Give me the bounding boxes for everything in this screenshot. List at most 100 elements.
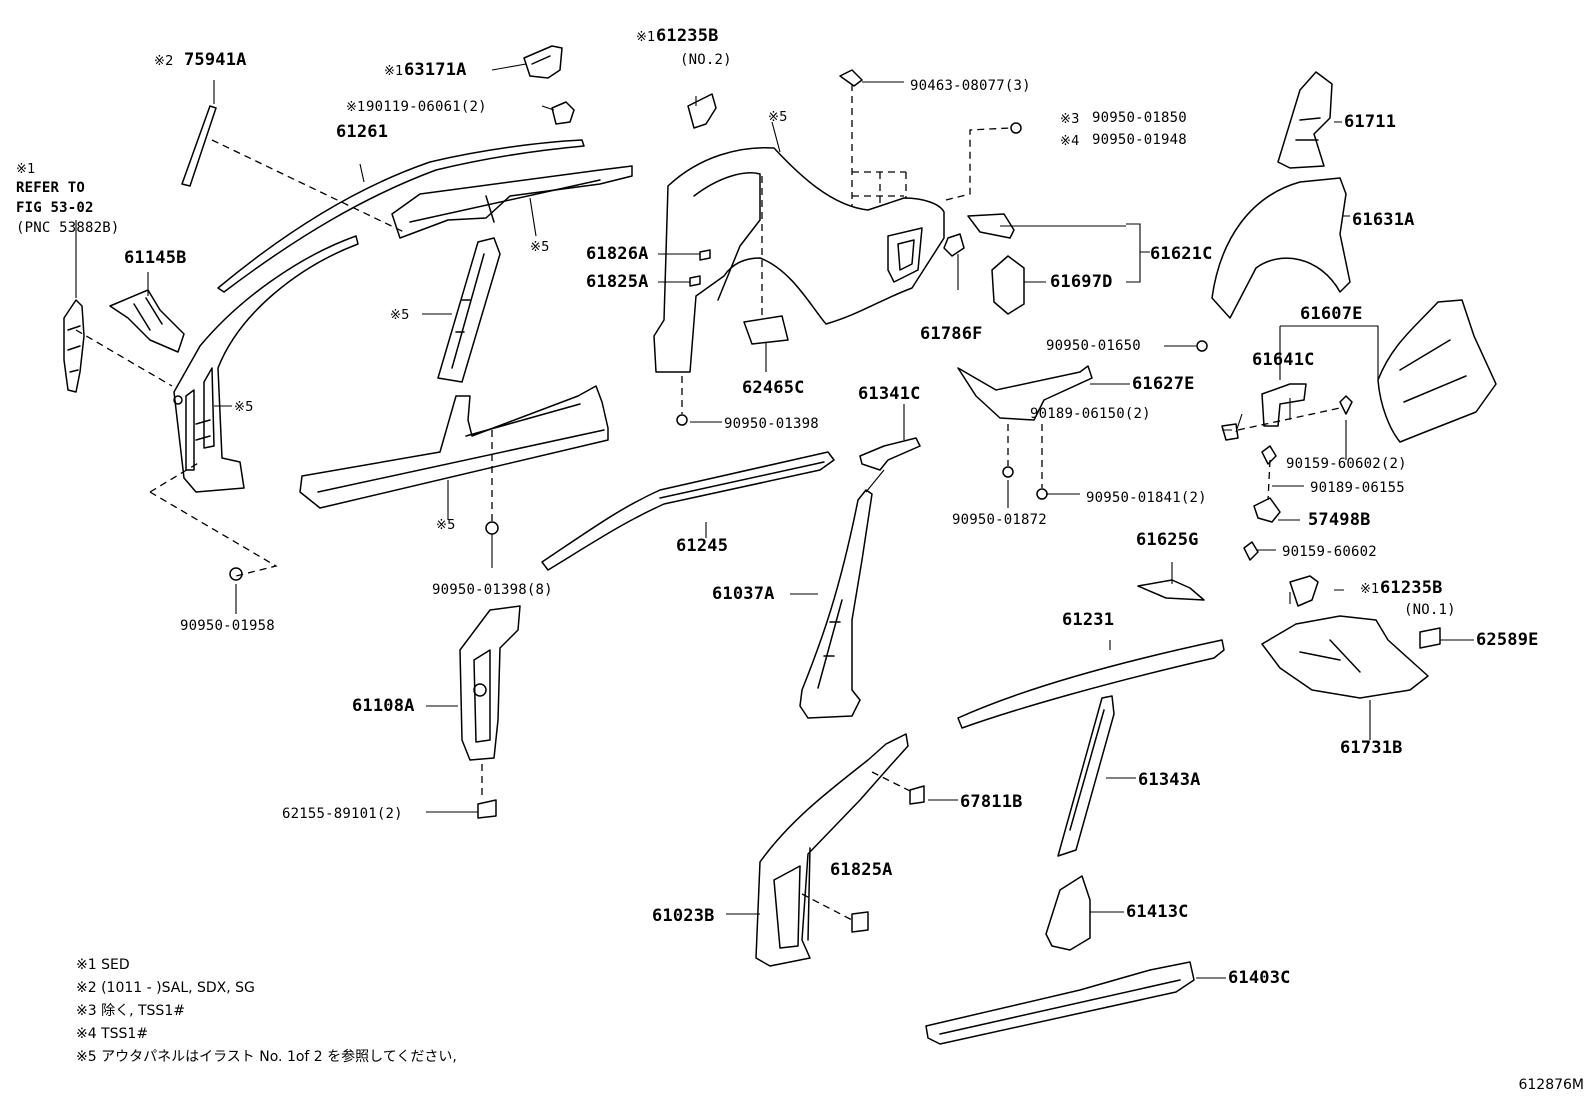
note-mark-4: ※4 xyxy=(1060,134,1080,149)
label-61037a[interactable]: 61037A xyxy=(712,584,775,604)
label-61235b-no1[interactable]: 61235B xyxy=(1380,578,1443,598)
part-61235b-no2 xyxy=(687,93,717,129)
label-61023b[interactable]: 61023B xyxy=(652,906,715,926)
label-61825a-lower[interactable]: 61825A xyxy=(830,860,893,880)
note-mark-63171a: ※1 xyxy=(384,64,404,79)
label-90950-01398[interactable]: 90950-01398 xyxy=(724,416,819,432)
part-61341c xyxy=(859,437,921,471)
label-67811b[interactable]: 67811B xyxy=(960,792,1023,812)
footnote-1: ※1 SED xyxy=(76,957,130,973)
label-57498b[interactable]: 57498B xyxy=(1308,510,1371,530)
label-61341c[interactable]: 61341C xyxy=(858,384,921,404)
label-61621c[interactable]: 61621C xyxy=(1150,244,1213,264)
label-pnc-53882b: (PNC 53882B) xyxy=(16,220,120,236)
part-75941a xyxy=(181,80,217,187)
label-90189-06150[interactable]: 90189-06150(2) xyxy=(1030,406,1151,422)
label-90950-01850[interactable]: 90950-01850 xyxy=(1092,110,1187,126)
part-center-pillar-outer xyxy=(437,237,501,383)
label-61231[interactable]: 61231 xyxy=(1062,610,1115,630)
part-61625g xyxy=(1137,579,1205,601)
label-90159-60602-2[interactable]: 90159-60602(2) xyxy=(1286,456,1407,472)
label-61697d[interactable]: 61697D xyxy=(1050,272,1113,292)
part-quarter-panel xyxy=(653,147,945,373)
label-62155-89101[interactable]: 62155-89101(2) xyxy=(282,806,403,822)
footnote-5: ※5 アウタパネルはイラスト No. 1of 2 を参照してください, xyxy=(76,1049,457,1065)
part-61825a-large xyxy=(851,911,869,933)
label-61631a[interactable]: 61631A xyxy=(1352,210,1415,230)
label-61786f[interactable]: 61786F xyxy=(920,324,983,344)
part-61235b-no1 xyxy=(1289,575,1319,607)
label-61641c[interactable]: 61641C xyxy=(1252,350,1315,370)
label-no1: (NO.1) xyxy=(1404,602,1456,618)
label-90950-01958[interactable]: 90950-01958 xyxy=(180,618,275,634)
label-62465c[interactable]: 62465C xyxy=(742,378,805,398)
note-mark-75941a: ※2 xyxy=(154,54,174,69)
part-61108a xyxy=(459,605,521,761)
label-90950-01650[interactable]: 90950-01650 xyxy=(1046,338,1141,354)
label-90950-01841[interactable]: 90950-01841(2) xyxy=(1086,490,1207,506)
label-61343a[interactable]: 61343A xyxy=(1138,770,1201,790)
part-62589e xyxy=(1419,627,1441,649)
part-roof-side-rail-lower xyxy=(541,451,835,571)
leader-lines xyxy=(147,63,1474,979)
label-61825a-upper[interactable]: 61825A xyxy=(586,272,649,292)
footnote-3: ※3 除く, TSS1# xyxy=(76,1003,185,1019)
label-61627e[interactable]: 61627E xyxy=(1132,374,1195,394)
label-61108a[interactable]: 61108A xyxy=(352,696,415,716)
note-mark-5-center: ※5 xyxy=(390,308,410,323)
label-61826a[interactable]: 61826A xyxy=(586,244,649,264)
label-refer-to: REFER TO xyxy=(16,180,86,196)
note-mark-61235b-no1: ※1 xyxy=(1360,582,1380,597)
part-61607e-wheelhouse-inner xyxy=(1377,299,1497,443)
part-61231 xyxy=(957,639,1225,729)
part-61261 xyxy=(217,139,585,293)
label-90119-06061[interactable]: 90119-06061(2) xyxy=(366,99,487,115)
note-mark-5-front: ※5 xyxy=(234,400,254,415)
part-61825a-small xyxy=(689,275,701,287)
label-61607e[interactable]: 61607E xyxy=(1300,304,1363,324)
part-roof-side-rail-upper xyxy=(391,165,633,239)
footnotes: ※1 SED ※2 (1011 - )SAL, SDX, SG ※3 除く, T… xyxy=(76,954,457,1069)
part-61631a-wheelhouse xyxy=(1211,177,1351,319)
note-mark-3: ※3 xyxy=(1060,112,1080,127)
note-mark-5-rail: ※5 xyxy=(530,240,550,255)
part-61786f xyxy=(943,233,965,257)
part-61826a xyxy=(699,249,711,261)
part-61023b-pillar xyxy=(755,733,909,967)
label-75941a[interactable]: 75941A xyxy=(184,50,247,70)
figure-id: 612876M xyxy=(1518,1077,1584,1093)
label-90950-01398-8[interactable]: 90950-01398(8) xyxy=(432,582,553,598)
label-61261[interactable]: 61261 xyxy=(336,122,389,142)
part-fasteners xyxy=(229,69,1353,581)
part-61145b xyxy=(109,289,185,353)
part-rocker-outer xyxy=(299,385,609,509)
part-61641c xyxy=(1261,383,1307,427)
label-61711[interactable]: 61711 xyxy=(1344,112,1397,132)
label-61625g[interactable]: 61625G xyxy=(1136,530,1199,550)
label-61413c[interactable]: 61413C xyxy=(1126,902,1189,922)
label-61403c[interactable]: 61403C xyxy=(1228,968,1291,988)
label-61731b[interactable]: 61731B xyxy=(1340,738,1403,758)
part-63171a xyxy=(523,45,563,79)
label-90189-06155[interactable]: 90189-06155 xyxy=(1310,480,1405,496)
part-62155 xyxy=(477,799,497,819)
label-62589e[interactable]: 62589E xyxy=(1476,630,1539,650)
label-fig-53-02[interactable]: FIG 53-02 xyxy=(16,200,94,216)
part-61731b xyxy=(1261,615,1429,699)
label-90950-01948[interactable]: 90950-01948 xyxy=(1092,132,1187,148)
label-90159-60602[interactable]: 90159-60602 xyxy=(1282,544,1377,560)
label-61235b-no2[interactable]: 61235B xyxy=(656,26,719,46)
label-no2: (NO.2) xyxy=(680,52,732,68)
label-90950-01872[interactable]: 90950-01872 xyxy=(952,512,1047,528)
label-61245[interactable]: 61245 xyxy=(676,536,729,556)
part-61037a-pillar xyxy=(799,489,873,719)
part-61621c xyxy=(967,213,1015,239)
label-63171a[interactable]: 63171A xyxy=(404,60,467,80)
part-61697d xyxy=(991,255,1025,315)
label-61145b[interactable]: 61145B xyxy=(124,248,187,268)
label-90463-08077[interactable]: 90463-08077(3) xyxy=(910,78,1031,94)
footnote-4: ※4 TSS1# xyxy=(76,1026,149,1042)
part-90119-bolt xyxy=(551,101,575,125)
dashed-lines xyxy=(75,84,1341,921)
note-mark-90119: ※1 xyxy=(346,100,366,115)
